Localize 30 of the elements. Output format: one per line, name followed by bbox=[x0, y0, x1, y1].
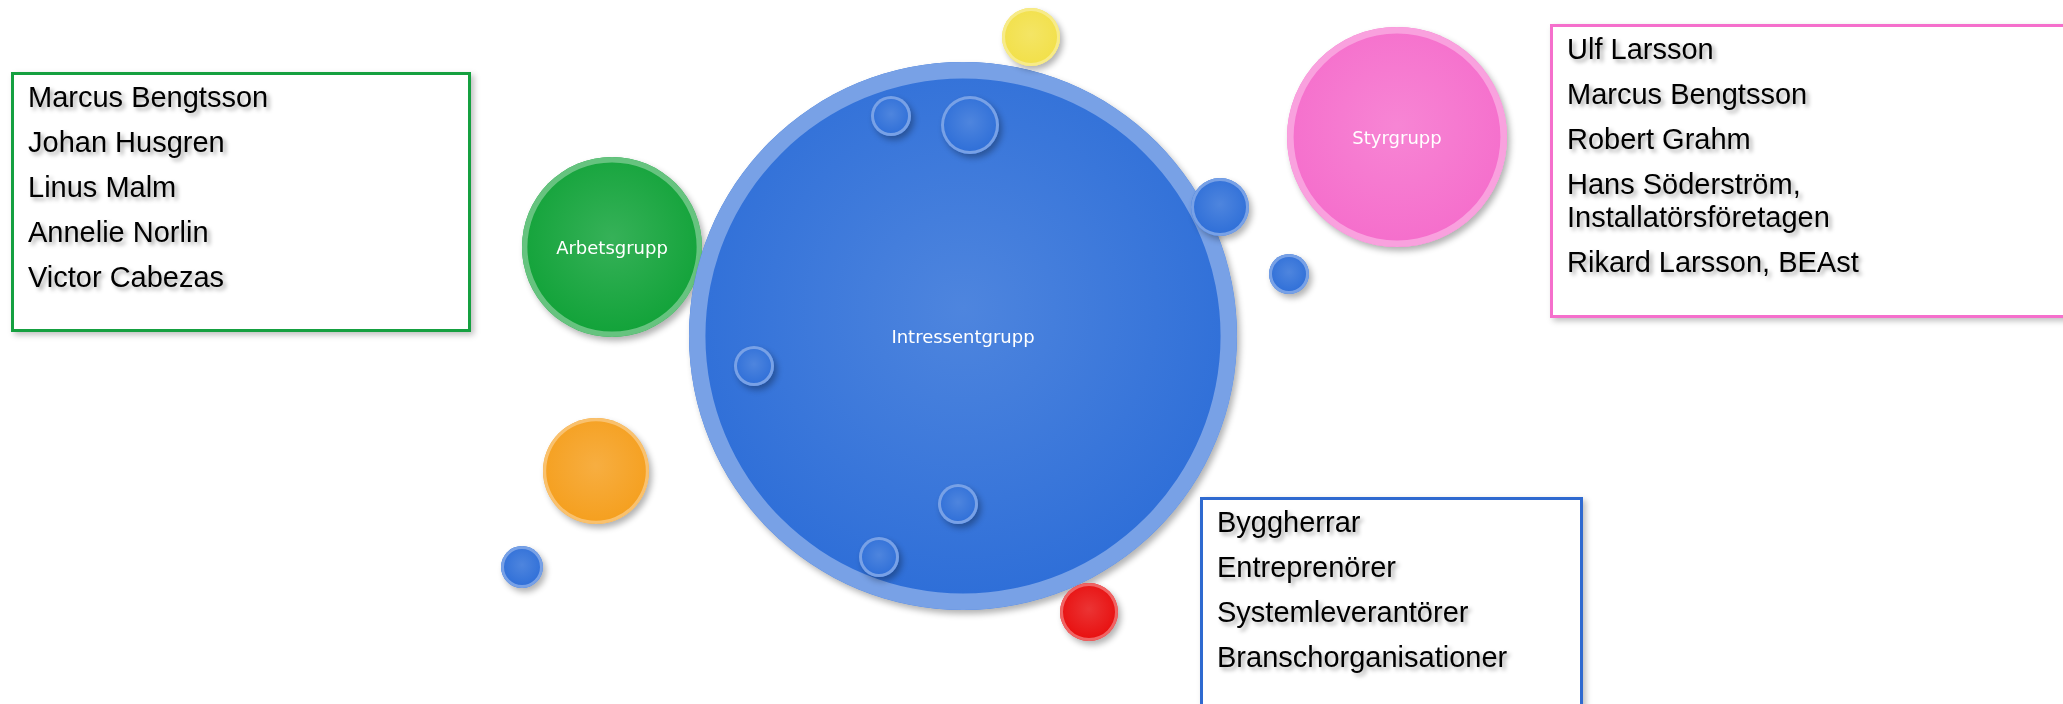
list-item: Hans Söderström, Installatörsföretagen bbox=[1567, 168, 1831, 234]
text-box bbox=[1550, 24, 2063, 318]
list-item: Branschorganisationer bbox=[1217, 641, 1509, 674]
list-item: Victor Cabezas bbox=[28, 261, 226, 294]
list-item: Ulf Larsson bbox=[1567, 33, 1715, 66]
bubble bbox=[1191, 178, 1249, 236]
list-item: Rikard Larsson, BEAst bbox=[1567, 246, 1860, 279]
list-item: Johan Husgren bbox=[28, 126, 226, 159]
bubble bbox=[1060, 583, 1118, 641]
list-item: Systemleverantörer bbox=[1217, 596, 1470, 629]
list-item: Entreprenörer bbox=[1217, 551, 1397, 584]
text-box bbox=[1200, 497, 1583, 704]
list-item: Marcus Bengtsson bbox=[1567, 78, 1809, 111]
bubble bbox=[734, 346, 774, 386]
bubble-label: Arbetsgrupp bbox=[556, 236, 668, 258]
list-item: Byggherrar bbox=[1217, 506, 1362, 539]
bubble-label: Intressentgrupp bbox=[891, 325, 1035, 347]
list-item: Robert Grahm bbox=[1567, 123, 1752, 156]
bubble bbox=[938, 484, 978, 524]
list-item: Linus Malm bbox=[28, 171, 178, 204]
bubble-label: Styrgrupp bbox=[1352, 126, 1442, 148]
bubble bbox=[859, 537, 899, 577]
bubble bbox=[1002, 8, 1060, 66]
bubble bbox=[501, 546, 543, 588]
bubble bbox=[871, 96, 911, 136]
bubble bbox=[941, 96, 999, 154]
bubble bbox=[1269, 254, 1309, 294]
list-item: Marcus Bengtsson bbox=[28, 81, 270, 114]
text-box bbox=[11, 72, 471, 332]
list-item: Annelie Norlin bbox=[28, 216, 210, 249]
